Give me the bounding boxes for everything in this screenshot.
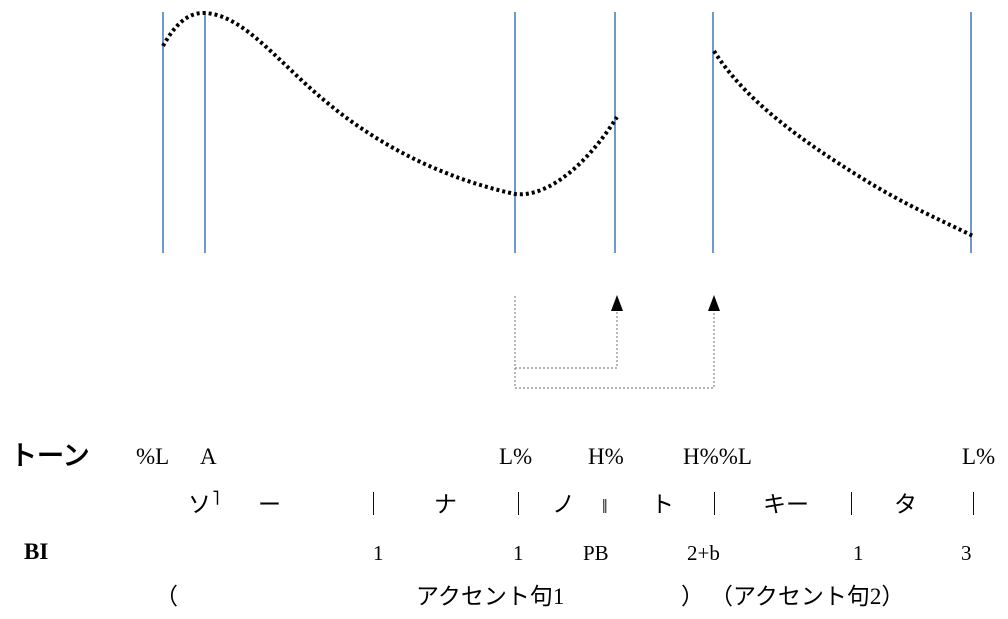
arrow-up-icon	[611, 295, 623, 311]
boundary-lines	[162, 12, 972, 253]
syllable: ー	[258, 492, 281, 517]
separator-minor: ｜	[703, 492, 726, 517]
pitch-contours	[161, 10, 974, 238]
row-label-bi: BI	[24, 539, 49, 564]
tone-label: %L	[136, 444, 170, 469]
tone-label: H%%L	[683, 444, 752, 469]
syllable: ト	[651, 492, 674, 517]
syllable: キー	[763, 492, 809, 517]
syllable: ノ	[552, 492, 575, 517]
accent-phrase-1: アクセント句1	[416, 584, 565, 609]
separator-minor: ｜	[507, 492, 530, 517]
arrow-up-icon	[708, 295, 720, 311]
bi-value: 1	[513, 541, 524, 565]
bi-value: 1	[853, 541, 864, 565]
phrase-bracket-open: （	[155, 584, 178, 609]
bracket-to-h	[514, 296, 618, 369]
accent-mark: ˥	[212, 488, 220, 510]
tone-label: H%	[588, 444, 624, 469]
bi-value: 3	[961, 541, 972, 565]
separator-minor: ｜	[362, 492, 385, 517]
bi-value: 2+b	[687, 541, 720, 565]
brackets	[514, 296, 715, 389]
pitch-contour-2	[712, 49, 974, 238]
bi-value: 1	[373, 541, 384, 565]
bi-value: PB	[583, 541, 609, 565]
phrase-bracket-close: ）	[681, 584, 704, 609]
tone-label: L%	[499, 444, 533, 469]
syllable: ソ	[188, 492, 211, 517]
syllable: タ	[894, 492, 917, 517]
bracket-to-hl	[514, 308, 715, 389]
separator-minor: ｜	[840, 492, 863, 517]
syllable: ナ	[434, 492, 457, 517]
tone-label: L%	[962, 444, 996, 469]
pitch-contour-1	[161, 10, 619, 197]
accent-phrase-2: （アクセント句2）	[710, 584, 905, 609]
separator-major: ‖	[602, 496, 608, 518]
separator-minor: ｜	[962, 492, 985, 517]
tone-label: A	[200, 444, 217, 469]
row-label-tone: トーン	[10, 441, 90, 471]
